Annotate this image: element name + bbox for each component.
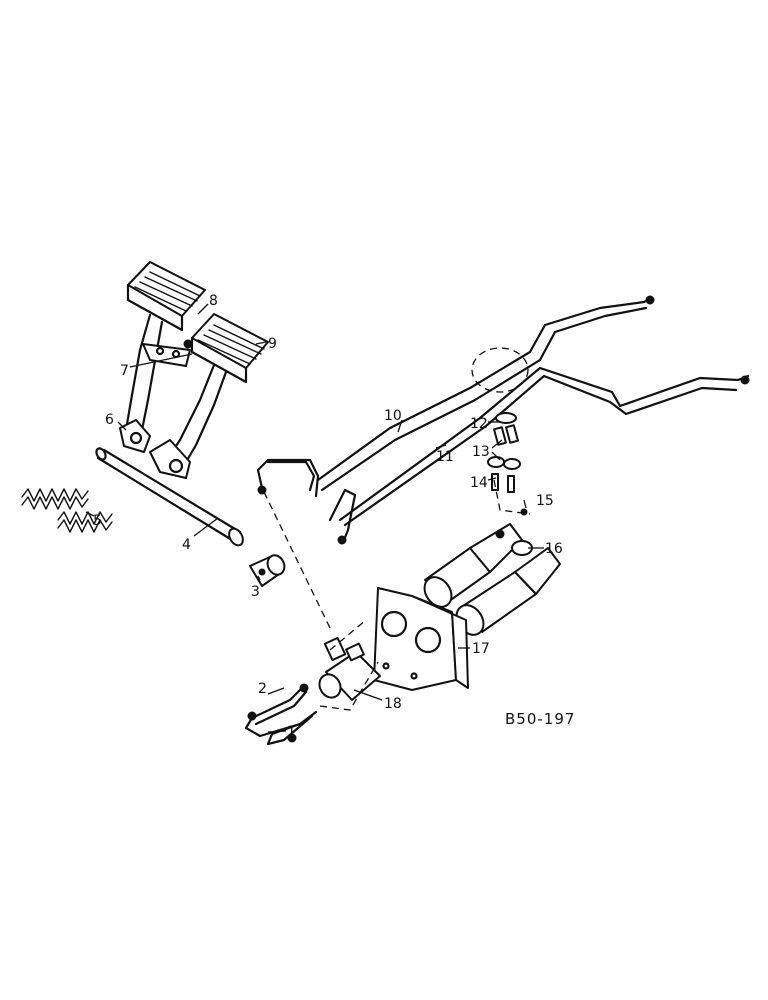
- return-spring-lower: [57, 511, 113, 533]
- callout-6: 6: [105, 412, 114, 428]
- return-spring-upper: [21, 488, 89, 510]
- brake-line-assembly: [256, 295, 750, 545]
- callout-14: 14: [470, 475, 488, 491]
- pedal-bracket-right: [149, 439, 191, 479]
- callout-11: 11: [436, 449, 454, 465]
- pedal-bracket-left: [119, 419, 151, 453]
- drawing-reference: B50-197: [505, 710, 575, 728]
- callout-3: 3: [251, 584, 260, 600]
- callout-2: 2: [258, 681, 267, 697]
- brake-pedal-left: [124, 261, 206, 442]
- callout-12: 12: [470, 416, 488, 432]
- callout-8: 8: [209, 293, 218, 309]
- callout-5: 5: [93, 513, 102, 529]
- alignment-lines: [263, 479, 531, 711]
- brake-valve: [318, 636, 381, 701]
- callout-7: 7: [120, 363, 129, 379]
- shaft-bushing: [249, 554, 286, 587]
- callout-10: 10: [384, 408, 402, 424]
- callout-labels: 1 2 3 4 5 6 7 8 9 10 11 12 13 14 15 16: [85, 293, 563, 740]
- callout-4: 4: [182, 537, 191, 553]
- lower-brake-line: [244, 683, 318, 746]
- callout-18: 18: [384, 696, 402, 712]
- callout-15: 15: [536, 493, 554, 509]
- brake-pedal-right: [166, 313, 269, 464]
- callout-17: 17: [472, 641, 490, 657]
- callout-9: 9: [268, 336, 277, 352]
- callout-13: 13: [472, 444, 490, 460]
- fittings-stack: [487, 412, 528, 516]
- cross-shaft: [95, 447, 244, 547]
- callout-16: 16: [545, 541, 563, 557]
- pedal-latch-plate: [142, 339, 193, 367]
- mounting-bracket: [373, 587, 469, 691]
- callout-1: 1: [287, 724, 296, 740]
- master-cylinder-upper: [423, 523, 523, 608]
